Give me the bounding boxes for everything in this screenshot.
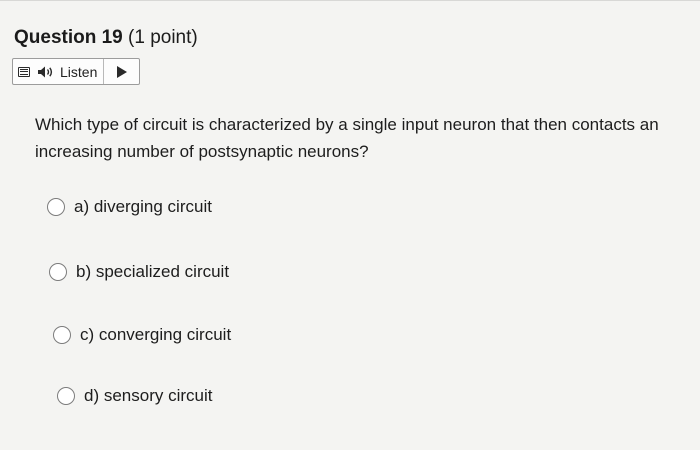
answer-option-b[interactable]: b) specialized circuit xyxy=(49,262,229,282)
answer-label-c: c) converging circuit xyxy=(80,325,232,344)
play-button[interactable] xyxy=(104,59,139,84)
radio-button-b[interactable] xyxy=(49,263,67,281)
menu-icon xyxy=(18,66,30,77)
radio-button-d[interactable] xyxy=(57,387,75,405)
radio-button-a[interactable] xyxy=(47,198,65,216)
speaker-icon xyxy=(38,66,53,77)
listen-button[interactable]: Listen xyxy=(35,59,105,84)
answer-option-c[interactable]: c) converging circuit xyxy=(53,325,231,345)
answer-option-d[interactable]: d) sensory circuit xyxy=(57,386,212,406)
question-points: (1 point) xyxy=(128,27,198,48)
answer-label-a: a) diverging circuit xyxy=(74,197,212,216)
answer-label-b: b) specialized circuit xyxy=(76,262,230,281)
top-divider xyxy=(0,0,700,1)
answer-option-a[interactable]: a) diverging circuit xyxy=(47,197,212,217)
question-heading: Question 19 (1 point) xyxy=(14,27,198,49)
listen-toolbar: Listen xyxy=(12,58,140,85)
prompt-line-2: increasing number of postsynaptic neuron… xyxy=(35,142,369,161)
radio-button-c[interactable] xyxy=(53,326,71,344)
question-prompt: Which type of circuit is characterized b… xyxy=(35,111,700,165)
answer-label-d: d) sensory circuit xyxy=(84,386,213,405)
question-number: Question 19 xyxy=(14,27,123,48)
listen-menu-button[interactable] xyxy=(13,59,35,84)
prompt-line-1: Which type of circuit is characterized b… xyxy=(35,115,659,134)
play-icon xyxy=(116,65,127,78)
listen-label: Listen xyxy=(60,63,98,80)
